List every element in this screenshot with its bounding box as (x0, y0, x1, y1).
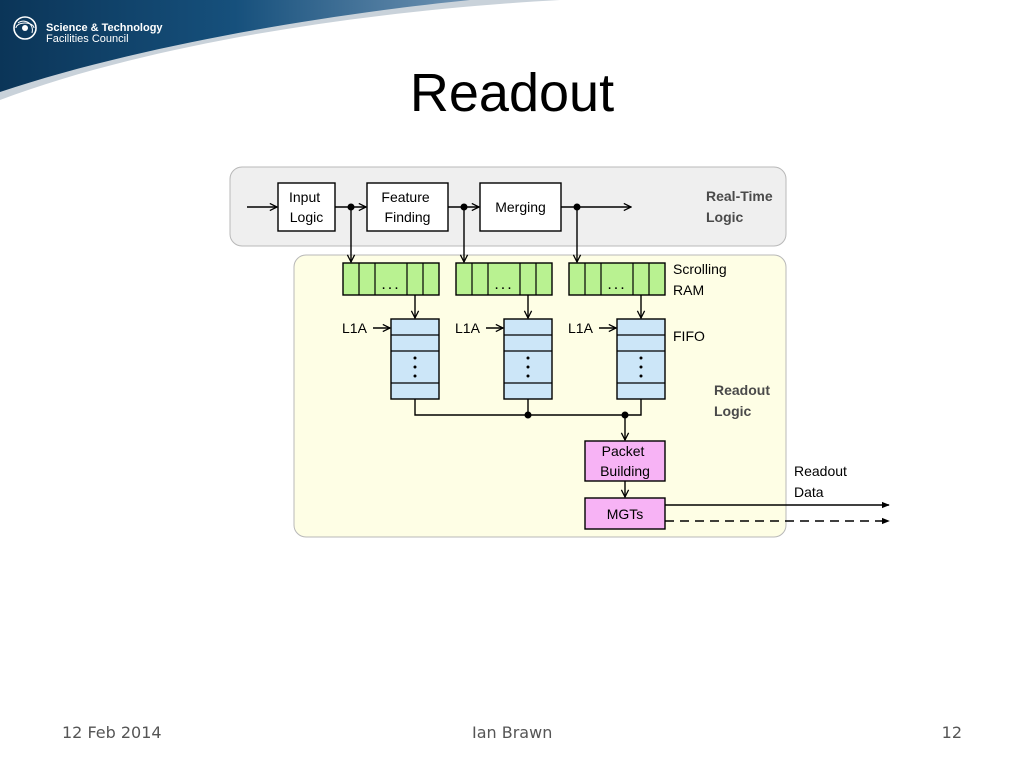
footer-author: Ian Brawn (472, 723, 553, 742)
fifo-3 (616, 318, 666, 400)
merging-block (479, 182, 562, 232)
l1a-label: L1A (342, 320, 368, 336)
stfc-logo-icon (13, 16, 37, 40)
ram-ellipsis: ... (607, 276, 626, 293)
fifo-2 (503, 318, 553, 400)
feature-finding-block (366, 182, 449, 232)
feature-finding-label: Feature Finding (381, 189, 433, 225)
header-banner (0, 0, 560, 100)
logo-text-line1: Science & Technology (46, 22, 163, 34)
fifo-label: FIFO (673, 328, 705, 344)
scrolling-ram-2 (455, 262, 553, 296)
junction-dot (524, 411, 532, 419)
scrolling-ram-3 (568, 262, 666, 296)
l1a-label: L1A (568, 320, 594, 336)
scrolling-ram-1 (342, 262, 440, 296)
ram-ellipsis: ... (381, 276, 400, 293)
input-logic-block (277, 182, 336, 232)
ram-ellipsis: ... (494, 276, 513, 293)
banner-shape (0, 0, 470, 92)
packet-building-block (584, 440, 666, 482)
slide-title: Readout (409, 63, 615, 123)
realtime-logic-label: Real-Time Logic (706, 188, 777, 225)
logo-text-line2: Facilities Council (46, 33, 129, 45)
fifo-1 (390, 318, 440, 400)
l1a-label: L1A (455, 320, 481, 336)
mgts-block (584, 497, 666, 530)
packet-building-label: Packet Building (600, 443, 650, 479)
mgts-label: MGTs (607, 506, 644, 522)
scrolling-ram-label: Scrolling RAM (673, 261, 731, 298)
readout-data-label: Readout Data (794, 463, 851, 500)
merging-label: Merging (495, 199, 546, 215)
readout-logic-label: Readout Logic (714, 382, 774, 419)
footer-date: 12 Feb 2014 (62, 723, 162, 742)
input-logic-label: Input Logic (289, 189, 324, 225)
footer-page-number: 12 (941, 723, 962, 742)
